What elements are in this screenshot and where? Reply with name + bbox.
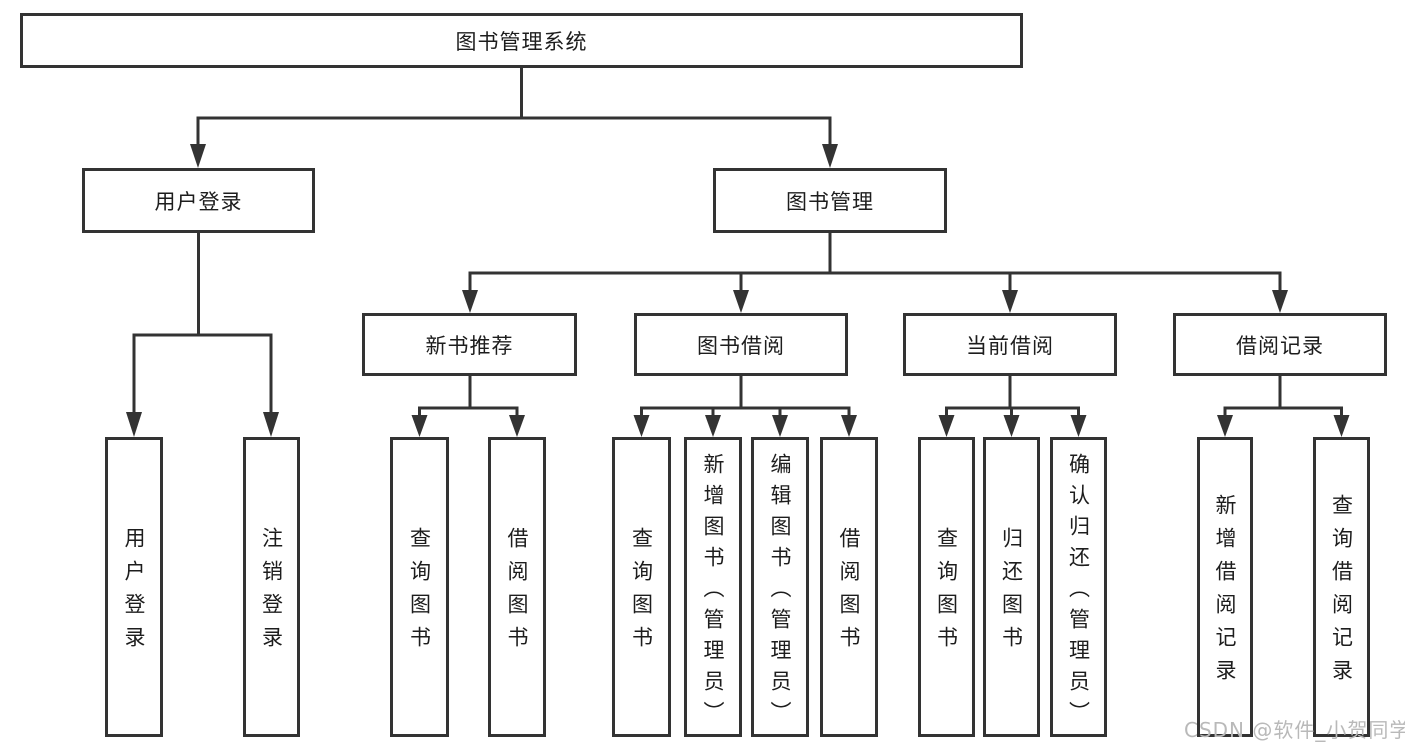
connector-current-borrow: [938, 376, 1087, 437]
leaf-label: 编辑图书（管理员）: [768, 452, 792, 732]
leaf-label: 借阅图书: [505, 527, 529, 659]
leaf-add-books-admin: 新增图书（管理员）: [684, 437, 742, 737]
leaf-borrow-books-recommend: 借阅图书: [488, 437, 546, 737]
csdn-watermark: CSDN @软件_小贺同学: [1184, 718, 1405, 742]
leaf-label: 查询图书: [934, 527, 959, 659]
node-book-borrow: 图书借阅: [634, 313, 848, 376]
leaf-return-books: 归还图书: [983, 437, 1040, 737]
leaf-borrow-books: 借阅图书: [820, 437, 878, 737]
leaf-add-borrow-record: 新增借阅记录: [1197, 437, 1253, 737]
connector-book-borrow: [633, 376, 857, 437]
leaf-label: 新增借阅记录: [1213, 494, 1237, 692]
leaf-label: 注销登录: [259, 527, 284, 659]
leaf-label: 新增图书（管理员）: [701, 452, 725, 732]
node-system-root: 图书管理系统: [20, 13, 1023, 68]
leaf-label: 查询图书: [629, 527, 654, 659]
connector-user-login: [126, 233, 279, 437]
connector-book-management: [462, 233, 1288, 313]
leaf-query-books-recommend: 查询图书: [390, 437, 449, 737]
leaf-label: 用户登录: [122, 527, 146, 659]
leaf-logout: 注销登录: [243, 437, 300, 737]
leaf-user-login: 用户登录: [105, 437, 163, 737]
node-new-book-recommend: 新书推荐: [362, 313, 577, 376]
node-user-login: 用户登录: [82, 168, 315, 233]
connector-borrow-records: [1217, 376, 1350, 437]
leaf-label: 归还图书: [999, 527, 1024, 659]
leaf-confirm-return-admin: 确认归还（管理员）: [1050, 437, 1107, 737]
leaf-label: 确认归还（管理员）: [1066, 452, 1091, 732]
node-current-borrow: 当前借阅: [903, 313, 1117, 376]
leaf-label: 查询图书: [407, 527, 432, 659]
leaf-label: 查询借阅记录: [1329, 494, 1354, 692]
leaf-label: 借阅图书: [837, 527, 861, 659]
leaf-query-books-borrow: 查询图书: [612, 437, 671, 737]
connector-new-book-recommend: [411, 376, 525, 437]
node-book-management: 图书管理: [713, 168, 947, 233]
connector-root: [190, 68, 838, 168]
leaf-edit-books-admin: 编辑图书（管理员）: [751, 437, 809, 737]
leaf-query-borrow-record: 查询借阅记录: [1313, 437, 1370, 737]
node-borrow-records: 借阅记录: [1173, 313, 1387, 376]
leaf-query-books-current: 查询图书: [918, 437, 975, 737]
